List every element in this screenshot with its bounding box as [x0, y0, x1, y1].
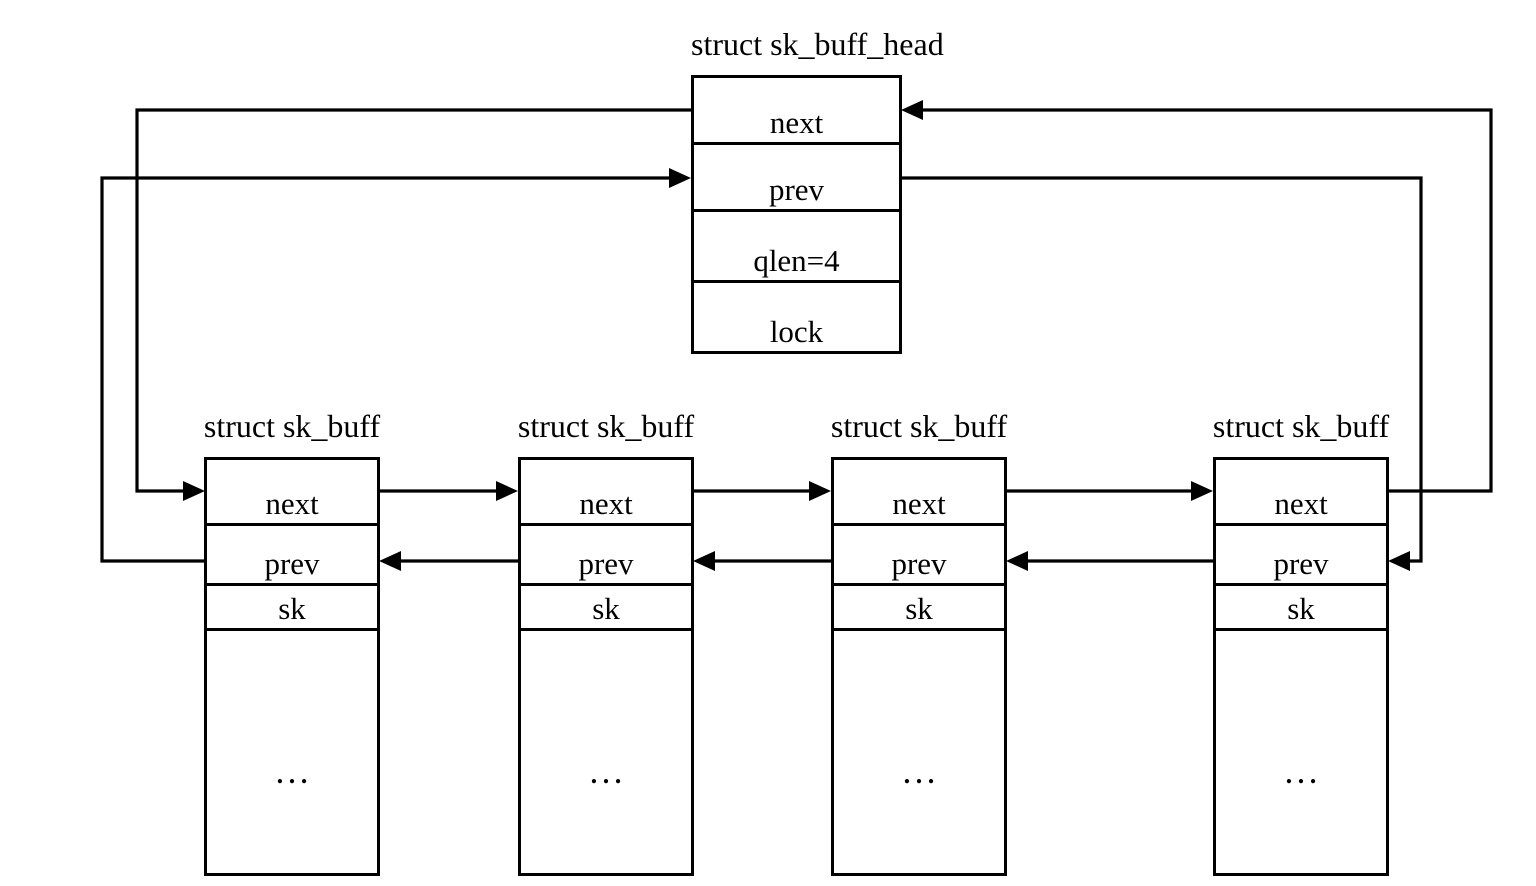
- skbuff2-ellipsis: …: [588, 751, 624, 791]
- skbuff2-title: struct sk_buff: [517, 408, 695, 444]
- arrowhead-into-head-next: [901, 100, 923, 120]
- arrowhead-into-skbuff1-next: [183, 481, 205, 501]
- link-head-next-to-skbuff1: [135, 108, 691, 493]
- skbuff1-field-sk-label: sk: [278, 591, 306, 626]
- skbuff1-field-next: next: [207, 460, 377, 526]
- skbuff1-field-sk: sk: [207, 586, 377, 631]
- head-field-next: next: [694, 78, 899, 145]
- head-field-lock-label: lock: [769, 314, 824, 349]
- skbuff1-box: next prev sk …: [204, 457, 380, 876]
- arrowhead-into-skbuff3-next: [809, 481, 831, 501]
- arrowhead-into-skbuff4-next: [1191, 481, 1213, 501]
- skbuff2-field-sk: sk: [521, 586, 691, 631]
- skbuff3-body: …: [834, 631, 1004, 873]
- head-field-qlen: qlen=4: [694, 212, 899, 283]
- skbuff1-title: struct sk_buff: [203, 408, 381, 444]
- skbuff3-field-prev: prev: [834, 526, 1004, 586]
- arrowhead-into-skbuff2-next: [496, 481, 518, 501]
- skbuff4-field-next-label: next: [1274, 486, 1328, 521]
- skbuff4-field-next: next: [1216, 460, 1386, 526]
- arrowhead-into-skbuff2-prev: [693, 551, 715, 571]
- skbuff3-field-next: next: [834, 460, 1004, 526]
- head-field-lock: lock: [694, 283, 899, 351]
- arrowhead-into-skbuff1-prev: [379, 551, 401, 571]
- skbuff1-ellipsis: …: [274, 751, 310, 791]
- skbuff2-field-prev: prev: [521, 526, 691, 586]
- skbuff1-field-prev: prev: [207, 526, 377, 586]
- skbuff3-box: next prev sk …: [831, 457, 1007, 876]
- skbuff2-field-next: next: [521, 460, 691, 526]
- skbuff2-box: next prev sk …: [518, 457, 694, 876]
- skbuff1-field-prev-label: prev: [264, 546, 320, 581]
- head-field-prev-label: prev: [768, 172, 825, 207]
- skbuff3-title: struct sk_buff: [830, 408, 1008, 444]
- skbuff3-field-sk-label: sk: [905, 591, 933, 626]
- sk-buff-head-title: struct sk_buff_head: [691, 26, 944, 62]
- skbuff2-field-prev-label: prev: [578, 546, 634, 581]
- skbuff4-ellipsis: …: [1283, 751, 1319, 791]
- arrowhead-into-skbuff3-prev: [1006, 551, 1028, 571]
- skbuff4-field-sk-label: sk: [1287, 591, 1315, 626]
- skbuff1-field-next-label: next: [265, 486, 319, 521]
- skbuff4-field-sk: sk: [1216, 586, 1386, 631]
- skbuff4-field-prev: prev: [1216, 526, 1386, 586]
- link-skbuff1-prev-to-head: [100, 176, 671, 563]
- skbuff4-title: struct sk_buff: [1212, 408, 1390, 444]
- skbuff3-field-sk: sk: [834, 586, 1004, 631]
- skbuff4-box: next prev sk …: [1213, 457, 1389, 876]
- link-skbuff4-next-to-head: [921, 108, 1493, 493]
- head-field-next-label: next: [769, 105, 824, 140]
- skbuff3-ellipsis: …: [901, 751, 937, 791]
- skbuff3-field-next-label: next: [892, 486, 946, 521]
- head-field-prev: prev: [694, 145, 899, 212]
- arrowhead-into-skbuff4-prev: [1388, 551, 1410, 571]
- sk-buff-head-box: next prev qlen=4 lock: [691, 75, 902, 354]
- skbuff2-field-sk-label: sk: [592, 591, 620, 626]
- skbuff4-body: …: [1216, 631, 1386, 873]
- head-field-qlen-label: qlen=4: [753, 243, 840, 278]
- skbuff4-field-prev-label: prev: [1273, 546, 1329, 581]
- skbuff2-field-next-label: next: [579, 486, 633, 521]
- skbuff3-field-prev-label: prev: [891, 546, 947, 581]
- link-head-prev-to-skbuff4: [901, 176, 1423, 563]
- skbuff2-body: …: [521, 631, 691, 873]
- arrowhead-into-head-prev: [669, 168, 691, 188]
- skbuff1-body: …: [207, 631, 377, 873]
